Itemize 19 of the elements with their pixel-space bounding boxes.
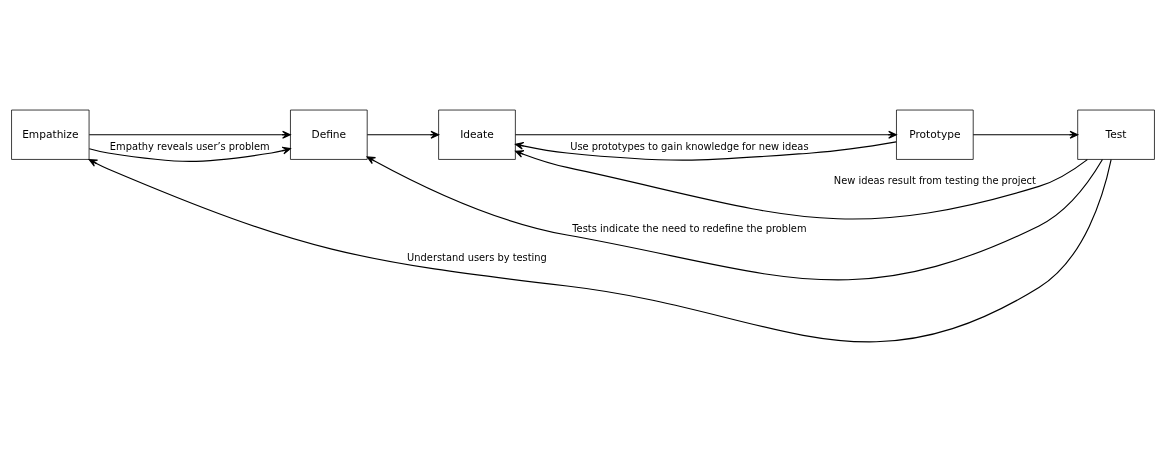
arrow [514, 149, 1088, 219]
arrow [514, 140, 897, 161]
edge-label: Empathy reveals user’s problem [109, 140, 270, 152]
node-box: Define [290, 109, 368, 160]
node-box: Prototype [896, 109, 974, 160]
arrow [88, 130, 291, 139]
arrow [514, 130, 897, 139]
arrow [366, 155, 1103, 280]
edge-label: Use prototypes to gain knowledge for new ideas [570, 140, 809, 152]
arrow [366, 130, 440, 139]
node-box: Empathize [11, 109, 90, 160]
edge-label: New ideas result from testing the project [833, 174, 1036, 186]
edge-label: Tests indicate the need to redefine the problem [572, 222, 807, 234]
arrow [88, 158, 1112, 342]
node-box: Ideate [438, 109, 516, 160]
edge-label: Understand users by testing [407, 251, 547, 263]
arrow [88, 146, 291, 162]
node-box: Test [1077, 109, 1155, 160]
arrow [972, 130, 1079, 139]
